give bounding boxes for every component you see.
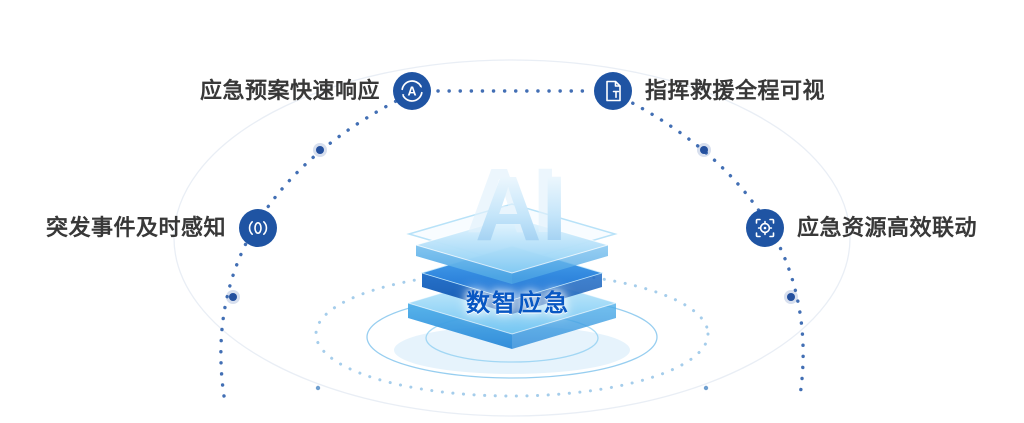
feature-incident-sensing: 突发事件及时感知 xyxy=(46,209,277,247)
sensor-wave-icon xyxy=(239,209,277,247)
feature-plan-response: 应急预案快速响应 A xyxy=(200,72,431,110)
dome-dotted-arc-right xyxy=(611,91,805,398)
cycle-a-icon: A xyxy=(393,72,431,110)
feature-command-visibility-label: 指挥救援全程可视 xyxy=(645,78,826,103)
stack-shadow xyxy=(394,326,630,374)
ai-label-ghost: AI xyxy=(466,150,558,252)
feature-incident-sensing-label: 突发事件及时感知 xyxy=(45,215,226,240)
document-icon xyxy=(594,72,632,110)
dome-dotted-arc-left xyxy=(219,91,414,398)
ai-label: AI xyxy=(475,158,567,260)
dome-dotted-arcs xyxy=(219,89,805,398)
feature-resource-linkage-label: 应急资源高效联动 xyxy=(797,215,978,240)
svg-text:A: A xyxy=(407,85,416,99)
platform-stack: AI AI xyxy=(406,150,618,349)
accent-dots xyxy=(226,143,798,391)
platform-label: 数智应急 xyxy=(466,290,570,317)
feature-resource-linkage: 应急资源高效联动 xyxy=(746,209,977,247)
slab-top xyxy=(414,216,610,284)
background-ellipse xyxy=(173,59,851,417)
feature-plan-response-label: 应急预案快速响应 xyxy=(199,78,380,103)
feature-command-visibility: 指挥救援全程可视 xyxy=(594,72,825,110)
scan-gear-icon xyxy=(746,209,784,247)
